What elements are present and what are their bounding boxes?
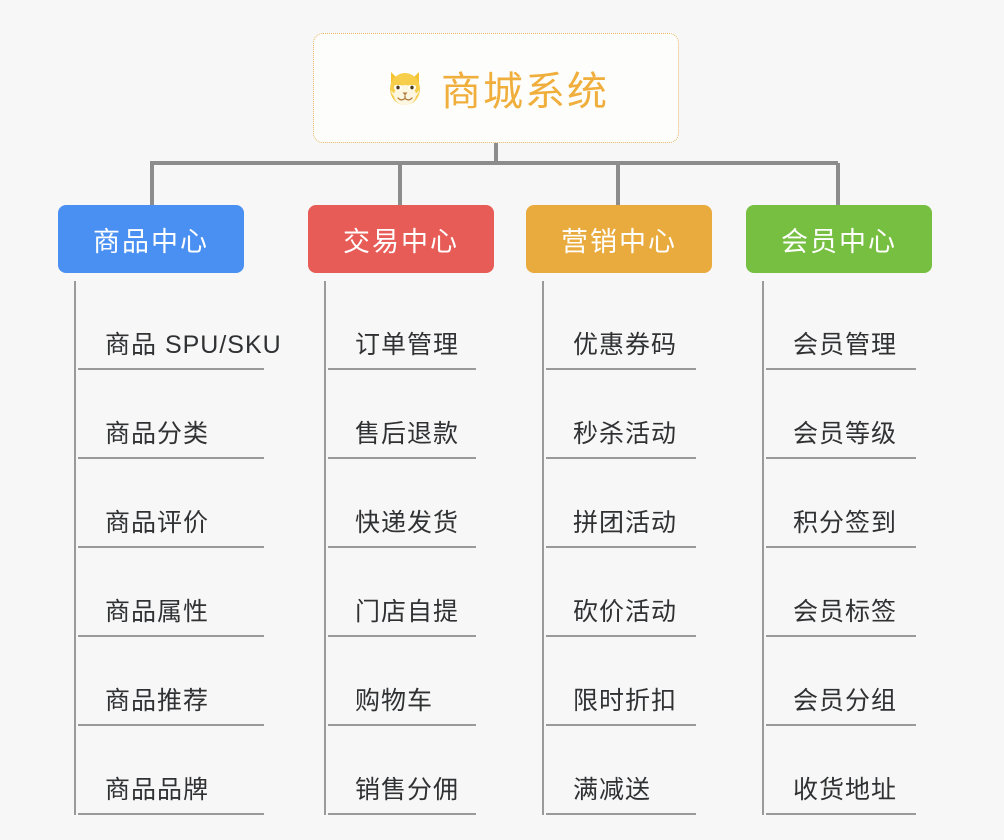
- list-item[interactable]: 会员标签: [766, 548, 916, 637]
- leaf-label: 订单管理: [355, 331, 460, 359]
- leaf-label: 购物车: [355, 687, 434, 715]
- leaf-label: 售后退款: [355, 420, 460, 448]
- list-item[interactable]: 快递发货: [328, 459, 476, 548]
- list-item[interactable]: 商品评价: [78, 459, 264, 548]
- list-item[interactable]: 门店自提: [328, 548, 476, 637]
- list-item[interactable]: 会员分组: [766, 637, 916, 726]
- connector-drop-4: [836, 163, 840, 205]
- root-node[interactable]: 商城系统: [313, 33, 679, 143]
- list-item[interactable]: 商品品牌: [78, 726, 264, 815]
- leaf-label: 商品属性: [105, 598, 210, 626]
- leaf-label: 积分签到: [793, 509, 898, 537]
- leaf-label: 门店自提: [355, 598, 460, 626]
- branch-marketing-center: 营销中心 优惠券码 秒杀活动 拼团活动 砍价活动 限时折扣 满减送: [526, 205, 712, 815]
- list-item[interactable]: 销售分佣: [328, 726, 476, 815]
- leaf-label: 商品 SPU/SKU: [105, 331, 282, 359]
- leaf-label: 会员等级: [793, 420, 898, 448]
- leaf-list-marketing-center: 优惠券码 秒杀活动 拼团活动 砍价活动 限时折扣 满减送: [542, 281, 696, 815]
- list-item[interactable]: 商品推荐: [78, 637, 264, 726]
- leaf-label: 商品推荐: [105, 687, 210, 715]
- branch-trade-center: 交易中心 订单管理 售后退款 快递发货 门店自提 购物车 销售分佣: [308, 205, 494, 815]
- connector-drop-1: [150, 163, 154, 205]
- list-item[interactable]: 优惠券码: [546, 281, 696, 370]
- list-item[interactable]: 商品 SPU/SKU: [78, 281, 281, 370]
- list-item[interactable]: 拼团活动: [546, 459, 696, 548]
- leaf-label: 商品分类: [105, 420, 210, 448]
- list-item[interactable]: 积分签到: [766, 459, 916, 548]
- leaf-label: 会员标签: [793, 598, 898, 626]
- leaf-label: 快递发货: [355, 509, 460, 537]
- leaf-list-product-center: 商品 SPU/SKU 商品分类 商品评价 商品属性 商品推荐 商品品牌: [74, 281, 281, 815]
- leaf-label: 销售分佣: [355, 776, 460, 804]
- category-header-marketing-center[interactable]: 营销中心: [526, 205, 712, 273]
- shiba-inu-dog-face-icon: [383, 66, 427, 110]
- leaf-label: 砍价活动: [573, 598, 678, 626]
- list-item[interactable]: 会员管理: [766, 281, 916, 370]
- leaf-label: 会员分组: [793, 687, 898, 715]
- branch-member-center: 会员中心 会员管理 会员等级 积分签到 会员标签 会员分组 收货地址: [746, 205, 932, 815]
- connector-drop-2: [398, 163, 402, 205]
- leaf-label: 收货地址: [793, 776, 898, 804]
- leaf-label: 限时折扣: [573, 687, 678, 715]
- category-header-member-center[interactable]: 会员中心: [746, 205, 932, 273]
- leaf-label: 商品评价: [105, 509, 210, 537]
- list-item[interactable]: 售后退款: [328, 370, 476, 459]
- list-item[interactable]: 商品属性: [78, 548, 264, 637]
- list-item[interactable]: 订单管理: [328, 281, 476, 370]
- list-item[interactable]: 收货地址: [766, 726, 916, 815]
- leaf-label: 秒杀活动: [573, 420, 678, 448]
- leaf-label: 满减送: [573, 776, 652, 804]
- connector-stem: [494, 143, 498, 163]
- leaf-label: 拼团活动: [573, 509, 678, 537]
- list-item[interactable]: 会员等级: [766, 370, 916, 459]
- leaf-list-trade-center: 订单管理 售后退款 快递发货 门店自提 购物车 销售分佣: [324, 281, 476, 815]
- list-item[interactable]: 购物车: [328, 637, 476, 726]
- list-item[interactable]: 砍价活动: [546, 548, 696, 637]
- category-header-trade-center[interactable]: 交易中心: [308, 205, 494, 273]
- leaf-label: 商品品牌: [105, 776, 210, 804]
- category-header-product-center[interactable]: 商品中心: [58, 205, 244, 273]
- leaf-label: 会员管理: [793, 331, 898, 359]
- list-item[interactable]: 商品分类: [78, 370, 264, 459]
- leaf-label: 优惠券码: [573, 331, 678, 359]
- connector-drop-3: [616, 163, 620, 205]
- connector-bus: [150, 161, 838, 165]
- list-item[interactable]: 秒杀活动: [546, 370, 696, 459]
- branch-product-center: 商品中心 商品 SPU/SKU 商品分类 商品评价 商品属性 商品推荐 商品品牌: [58, 205, 281, 815]
- leaf-list-member-center: 会员管理 会员等级 积分签到 会员标签 会员分组 收货地址: [762, 281, 916, 815]
- root-title: 商城系统: [441, 70, 609, 114]
- list-item[interactable]: 限时折扣: [546, 637, 696, 726]
- list-item[interactable]: 满减送: [546, 726, 696, 815]
